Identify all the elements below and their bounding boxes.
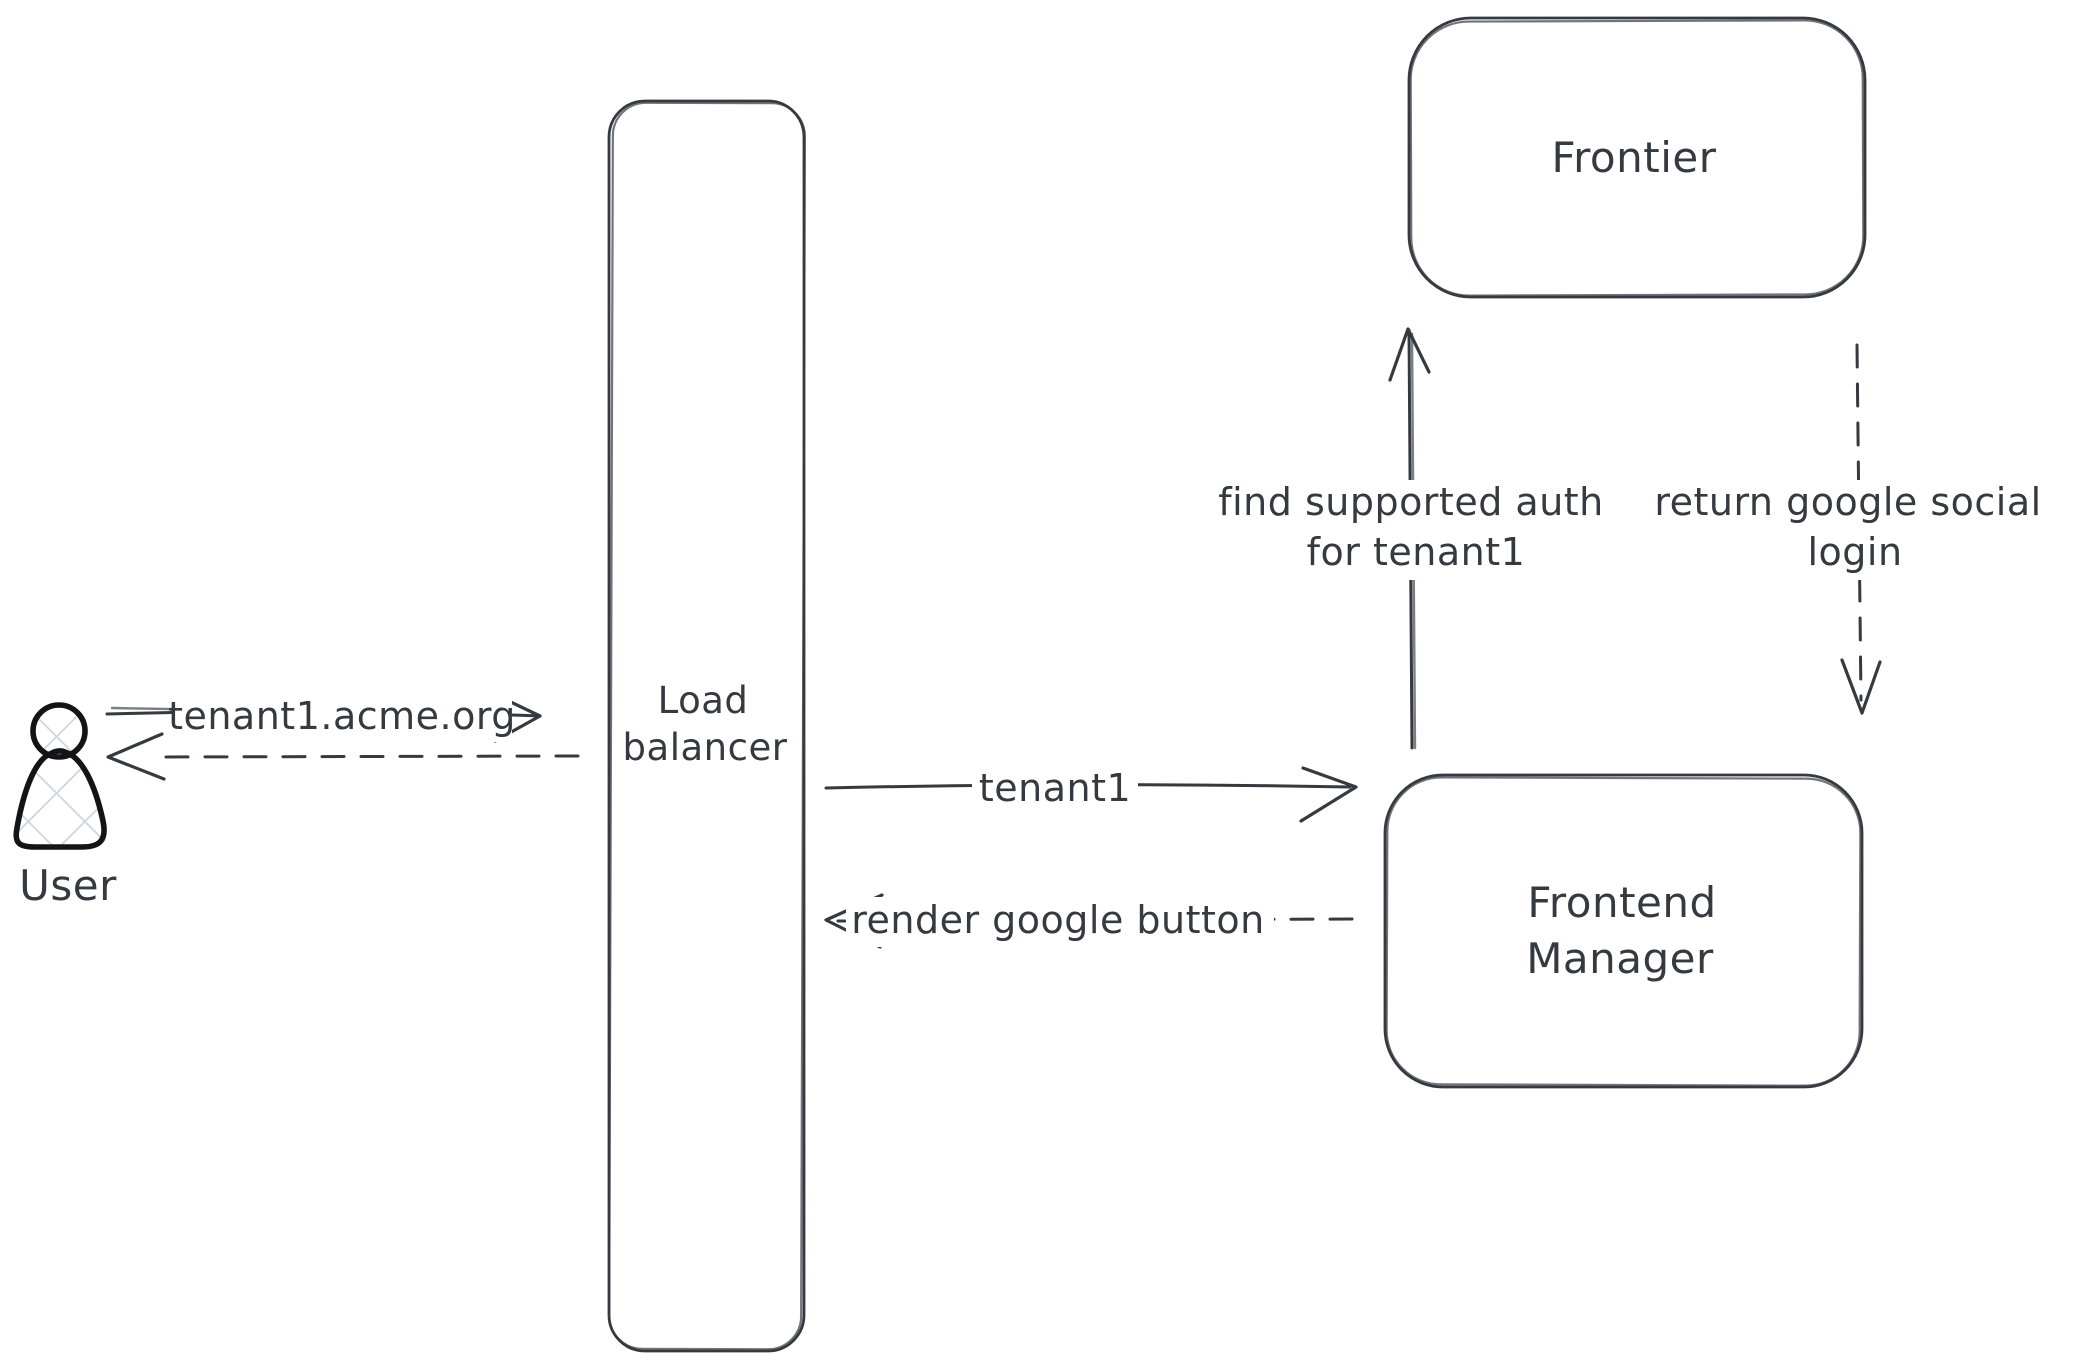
arrow-label-bg [1198, 480, 1626, 580]
load-balancer-node[interactable]: Load balancer [607, 99, 806, 1353]
arrow-label-tenant1-acme-org: tenant1.acme.org [168, 694, 516, 738]
user-label: User [19, 861, 117, 910]
frontier-box-sketch [1409, 19, 1865, 297]
arrow-label-bg [846, 897, 1274, 947]
arrow-label-bg [172, 690, 512, 742]
frontier-label: Frontier [1551, 133, 1716, 182]
arrow-head-down [1840, 658, 1882, 715]
arrow-user-to-load-balancer[interactable]: tenant1.acme.org [105, 690, 542, 743]
arrow-label-render-google-button: render google button [851, 898, 1265, 942]
arrow-label-bg [1636, 480, 2064, 580]
user-actor[interactable]: User [13, 702, 117, 910]
frontend-manager-label-line1: Frontend [1527, 878, 1716, 927]
frontend-manager-label-line2: Manager [1526, 934, 1714, 983]
arrow-label-return-google-social: return google social [1654, 480, 2041, 524]
arrow-label-find-supported-auth: find supported auth [1218, 480, 1604, 524]
arrow-label-for-tenant1: for tenant1 [1307, 530, 1526, 574]
frontend-manager-box-sketch [1385, 776, 1862, 1087]
arrow-head-left [106, 732, 166, 781]
arrow-head-up [1388, 327, 1431, 382]
arrow-frontier-to-frontend-manager[interactable]: return google social login [1636, 343, 2064, 715]
arrow-frontend-manager-to-frontier[interactable]: find supported auth for tenant1 [1198, 327, 1626, 750]
arrow-load-balancer-to-user[interactable] [106, 732, 580, 781]
arrow-head-right [1299, 766, 1358, 823]
load-balancer-box-sketch [608, 101, 806, 1351]
arrow-frontend-manager-to-load-balancer[interactable]: render google button [824, 893, 1354, 949]
arrow-line [148, 754, 580, 759]
arrow-label-tenant1: tenant1 [979, 766, 1131, 810]
arrow-label-bg [972, 763, 1138, 813]
arrow-label-login: login [1807, 530, 1902, 574]
frontier-box [1407, 16, 1867, 299]
load-balancer-label-line1: Load [658, 679, 749, 722]
user-body-icon [13, 748, 107, 850]
frontend-manager-node[interactable]: Frontend Manager [1383, 773, 1864, 1089]
frontier-node[interactable]: Frontier [1407, 16, 1867, 299]
load-balancer-label-line2: balancer [623, 726, 788, 769]
frontend-manager-box [1383, 773, 1864, 1089]
arrow-load-balancer-to-frontend-manager[interactable]: tenant1 [824, 763, 1358, 823]
